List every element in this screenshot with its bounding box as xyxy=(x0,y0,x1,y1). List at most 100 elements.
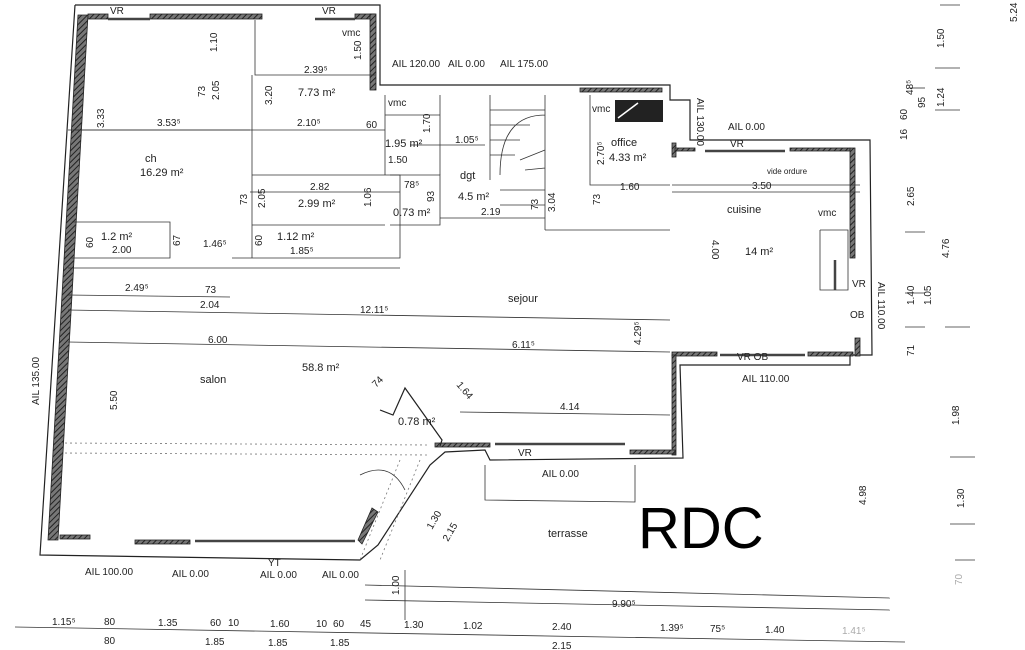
ob-marker: OB xyxy=(850,310,865,321)
dimension: 3.20 xyxy=(264,85,275,105)
dimension: 74 xyxy=(370,374,386,390)
dimension: 67 xyxy=(172,234,183,246)
dimension: 70 xyxy=(954,573,965,585)
room-labels: ch 16.29 m² 7.73 m² 1.95 m² 2.99 m² 1.2 … xyxy=(101,87,773,561)
sill-height: AIL 130.00 xyxy=(694,98,705,146)
vr-marker: VR xyxy=(730,139,744,150)
room-salon-area: 58.8 m² xyxy=(302,362,340,374)
room-dgt-name: dgt xyxy=(460,170,475,182)
room-dgt-area: 4.5 m² xyxy=(458,191,490,203)
room-terrasse-name: terrasse xyxy=(548,528,588,540)
dimension: 2.39⁵ xyxy=(304,65,328,76)
dimension: 2.15 xyxy=(441,521,460,544)
dimension: 2.05 xyxy=(257,188,268,208)
room-dressing-area: 2.99 m² xyxy=(298,198,336,210)
sill-height: AIL 110.00 xyxy=(875,282,886,330)
dimension: 1.24 xyxy=(936,87,947,107)
right-dimensions: 5.24 1.50 48⁵ 60 16 95 1.24 2.65 4.76 1.… xyxy=(899,2,1020,585)
dimension: 1.41⁵ xyxy=(842,626,866,637)
dimension: 1.85 xyxy=(268,638,288,649)
sill-height: AIL 0.00 xyxy=(322,570,359,581)
dimension: 3.50 xyxy=(752,181,772,192)
dimension: 4.14 xyxy=(560,402,580,413)
dimension: 1.00 xyxy=(391,575,402,595)
dimension: 5.50 xyxy=(109,390,120,410)
vmc-marker: vmc xyxy=(342,28,360,39)
room-office-area: 4.33 m² xyxy=(609,152,647,164)
dimension: 60 xyxy=(899,108,910,120)
dimension: 1.06 xyxy=(363,187,374,207)
dimension: 4.00 xyxy=(709,240,720,260)
dimension: 80 xyxy=(104,617,116,628)
dimension: 12.11⁵ xyxy=(360,305,388,316)
dimension: 2.05 xyxy=(211,80,222,100)
sill-heights: AIL 120.00 AIL 0.00 AIL 175.00 AIL 130.0… xyxy=(31,59,886,581)
dimension: 10 xyxy=(228,618,240,629)
dimension: 1.40 xyxy=(765,625,785,636)
dimension: 2.10⁵ xyxy=(297,118,321,129)
dimension: 2.65 xyxy=(906,186,917,206)
dimension: 1.46⁵ xyxy=(203,239,227,250)
dimension: 73 xyxy=(592,193,603,205)
dimension: 6.11⁵ xyxy=(512,340,535,351)
dimension: 2.70⁵ xyxy=(596,141,607,165)
dimension: 1.10 xyxy=(209,32,220,52)
room-office-name: office xyxy=(611,137,637,149)
dimension: 2.04 xyxy=(200,300,220,311)
vmc-marker: vmc xyxy=(388,98,406,109)
bottom-dimensions: 1.15⁵ 80 1.35 60 10 1.60 10 60 45 1.30 1… xyxy=(52,617,866,650)
dimension: 1.60 xyxy=(620,182,640,193)
dimension: 1.30 xyxy=(404,620,424,631)
dimension: 1.02 xyxy=(463,621,483,632)
dimension: 1.50 xyxy=(353,40,364,60)
dimension: 73 xyxy=(205,285,217,296)
dimension: 1.64 xyxy=(454,380,475,402)
dimension: 1.35 xyxy=(158,618,178,629)
sill-height: AIL 100.00 xyxy=(85,567,133,578)
dimension: 60 xyxy=(210,618,222,629)
room-salon-name: salon xyxy=(200,374,226,386)
dimension: 60 xyxy=(366,120,378,131)
dimension: 1.30 xyxy=(956,488,967,508)
dimension: 75⁵ xyxy=(710,624,725,635)
vr-marker: VR xyxy=(852,279,866,290)
dimension: 3.53⁵ xyxy=(157,118,181,129)
dimension: 78⁵ xyxy=(404,180,419,191)
dimension: 1.30 xyxy=(425,509,444,532)
dimension: 48⁵ xyxy=(905,80,916,95)
sill-height: AIL 110.00 xyxy=(742,374,790,385)
level-title: RDC xyxy=(638,496,764,561)
dimension: 2.15 xyxy=(552,641,572,650)
dimension: 1.98 xyxy=(951,405,962,425)
sill-height: AIL 0.00 xyxy=(260,570,297,581)
dimension: 1.39⁵ xyxy=(660,623,684,634)
dimension: 2.40 xyxy=(552,622,572,633)
dimension: 2.49⁵ xyxy=(125,283,149,294)
dimension: 1.50 xyxy=(936,28,947,48)
room-cuisine-name: cuisine xyxy=(727,204,761,216)
dimension: 1.05⁵ xyxy=(455,135,479,146)
dimension: 60 xyxy=(254,234,265,246)
sill-height: AIL 0.00 xyxy=(542,469,579,480)
vr-marker: VR xyxy=(110,6,124,17)
dimension: 6.00 xyxy=(208,335,228,346)
dimension: 4.76 xyxy=(941,238,952,258)
dimension: 60 xyxy=(333,619,345,630)
dimension: 45 xyxy=(360,619,372,630)
room-ch-area: 16.29 m² xyxy=(140,167,184,179)
vmc-marker: vmc xyxy=(818,208,836,219)
dimension: 3.04 xyxy=(547,192,558,212)
vr-ob-marker: VR OB xyxy=(737,352,768,363)
dimension: 9.90⁵ xyxy=(612,599,636,610)
dimension: 16 xyxy=(899,128,910,140)
dimension: 1.70 xyxy=(422,113,433,133)
dimension: 3.33 xyxy=(96,108,107,128)
dimension: 1.40 xyxy=(906,285,917,305)
yt-marker: YT xyxy=(268,558,281,569)
dimension: 93 xyxy=(426,190,437,202)
fixture-markers: VR VR vmc vmc vmc VR vide ordure vmc VR … xyxy=(110,6,866,569)
interior-dimensions: 1.10 1.50 2.39⁵ 73 2.05 3.20 3.33 3.53⁵ … xyxy=(85,32,869,610)
sill-height: AIL 0.00 xyxy=(172,569,209,580)
vr-marker: VR xyxy=(518,448,532,459)
